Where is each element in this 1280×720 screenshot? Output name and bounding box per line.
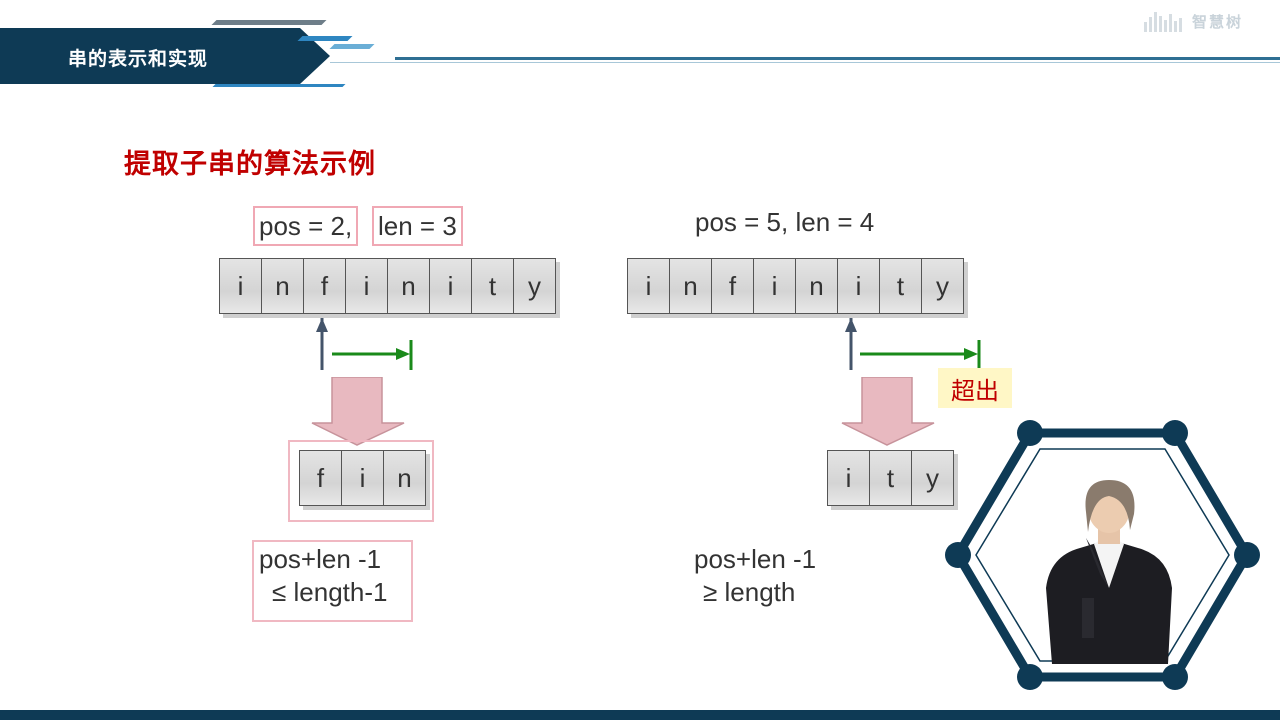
logo-icon [1144,12,1182,32]
left-condition-frame [252,540,413,622]
left-string-cell: y [513,258,556,314]
right-string-cell: y [921,258,964,314]
right-string-cell: i [837,258,880,314]
right-start-arrowhead [845,318,857,332]
left-result-cell: f [299,450,342,506]
left-string-cell: i [219,258,262,314]
title-banner [0,28,330,84]
right-string-cell: n [795,258,838,314]
right-condition-line1: pos+len -1 [694,544,817,574]
left-result-cell: n [383,450,426,506]
slide-subtitle: 提取子串的算法示例 [124,149,376,180]
right-params-label: pos = 5, len = 4 [695,207,875,237]
left-string-cell: i [429,258,472,314]
right-string-cell: i [627,258,670,314]
right-result-cell: t [869,450,912,506]
left-condition-line2: ≤ length-1 [272,577,388,607]
left-length-arrowhead [396,348,410,360]
left-string-cell: i [345,258,388,314]
right-length-arrowhead [964,348,978,360]
right-down-arrow-icon [841,377,935,446]
header-stripe [212,84,346,87]
header-rule-thin [330,62,1280,63]
slide-section-title: 串的表示和实现 [68,48,209,70]
left-string-cell: f [303,258,346,314]
left-string-cell: n [261,258,304,314]
header-rule [395,57,1280,60]
header-stripe [297,36,353,41]
footer-bar [0,710,1280,720]
left-down-arrow-icon [311,377,405,446]
logo-text: 智慧树 [1192,13,1244,31]
right-string-cell: f [711,258,754,314]
left-result-frame [288,440,434,522]
left-string-cell: t [471,258,514,314]
slide-header: 串的表示和实现 智慧树 [0,0,1280,100]
left-start-arrowhead [316,318,328,332]
right-result-cell: y [911,450,954,506]
left-len-label: len = 3 [372,206,463,246]
header-stripe [211,20,327,25]
left-condition-line1: pos+len -1 [259,544,382,574]
left-result-cell: i [341,450,384,506]
right-result-cell: i [827,450,870,506]
left-pointer-arrows [316,318,413,370]
right-condition-line2: ≥ length [703,577,796,607]
presenter-avatar [1046,480,1172,664]
header-stripe [329,44,375,49]
right-string-cell: t [879,258,922,314]
left-string-cell: n [387,258,430,314]
overflow-badge: 超出 [938,368,1012,408]
right-string-cell: n [669,258,712,314]
right-string-cell: i [753,258,796,314]
left-pos-label: pos = 2, [253,206,359,246]
right-pointer-arrows [845,318,981,370]
